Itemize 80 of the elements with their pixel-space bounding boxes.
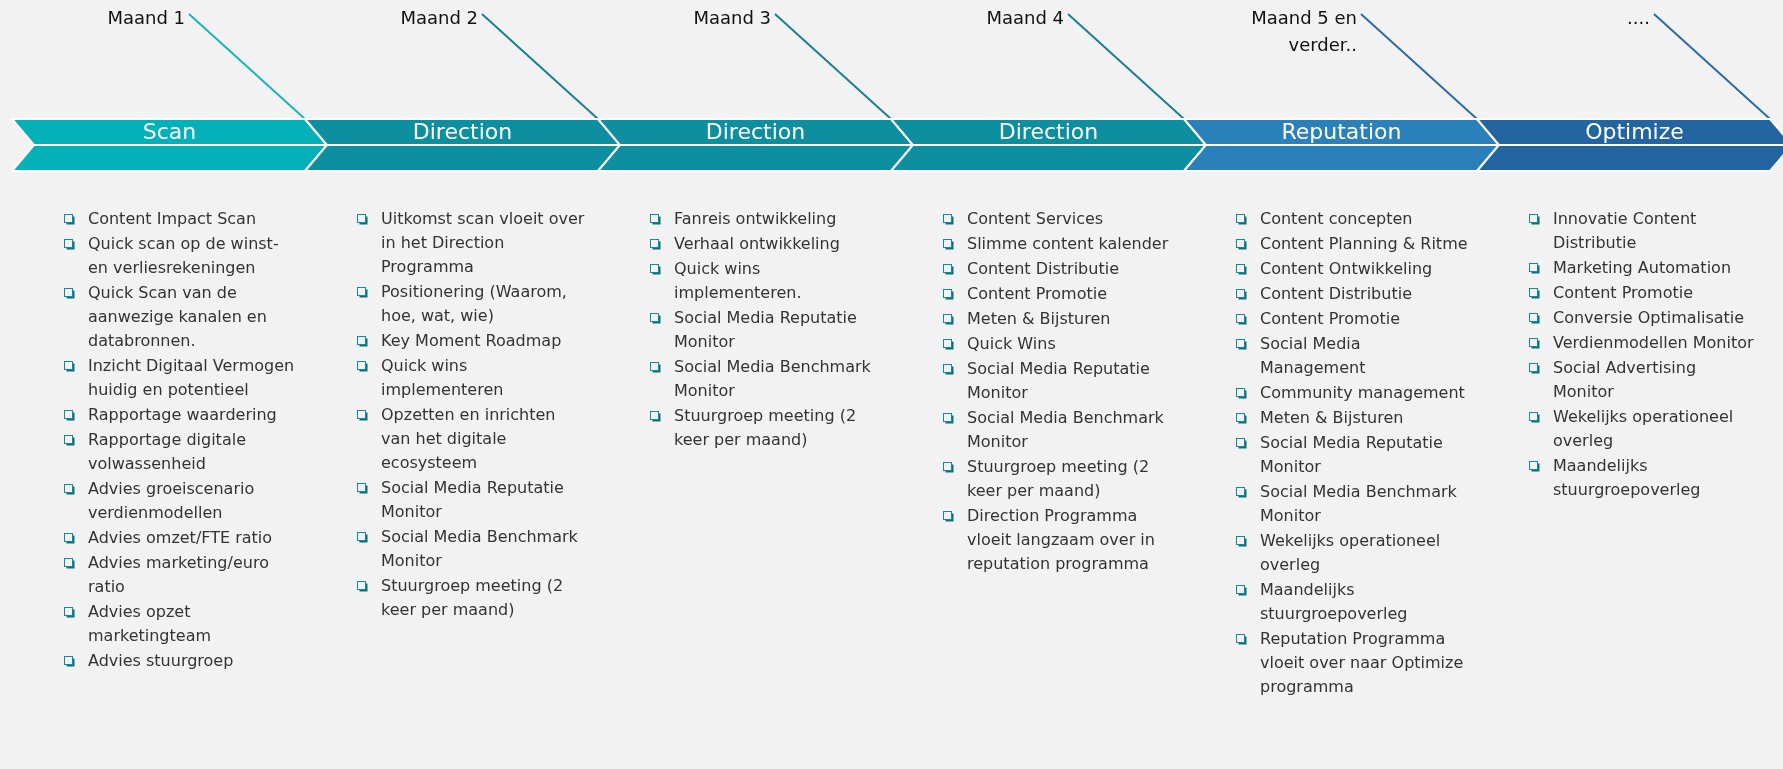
list-item-text: Advies marketing/euro ratio	[88, 552, 270, 598]
chevron-banner	[305, 119, 620, 171]
list-item-text: Advies omzet/FTE ratio	[88, 527, 273, 549]
list-item-text: Meten & Bijsturen	[967, 308, 1111, 330]
list-item-text: Content Distributie	[967, 258, 1119, 280]
list-item-text: Content Promotie	[967, 283, 1108, 305]
list-item-text: Rapportage digitale volwassenheid	[88, 429, 247, 475]
month-label: ....	[1505, 4, 1650, 31]
list-item-text: Stuurgroep meeting (2 keer per maand)	[674, 405, 858, 451]
list-item-text: Social Media Benchmark Monitor	[967, 407, 1165, 453]
list-item-text: Maandelijks stuurgroepoverleg	[1260, 579, 1409, 625]
chevron-banner	[1184, 119, 1499, 171]
list-item-text: Quick Wins	[967, 333, 1056, 355]
list-item-text: Content Ontwikkeling	[1260, 258, 1433, 280]
leader-line	[188, 13, 306, 120]
chevron-banner	[1477, 119, 1783, 171]
list-item-text: Content Promotie	[1553, 282, 1694, 304]
list-item-text: Social Media Benchmark Monitor	[1260, 481, 1458, 527]
list-item-text: Stuurgroep meeting (2 keer per maand)	[967, 456, 1151, 502]
month-label: Maand 4	[919, 4, 1064, 31]
list-item-text: Marketing Automation	[1553, 257, 1731, 279]
list-item-text: Stuurgroep meeting (2 keer per maand)	[381, 575, 565, 621]
list-item-text: Verhaal ontwikkeling	[674, 233, 840, 255]
list-item-text: Wekelijks operationeel overleg	[1260, 530, 1442, 576]
list-item-text: Social Media Benchmark Monitor	[674, 356, 872, 402]
phase-title: Direction	[704, 119, 807, 145]
month-label: Maand 5 en verder..	[1212, 4, 1357, 58]
month-label: Maand 1	[40, 4, 185, 31]
phase-title: Reputation	[1280, 119, 1403, 145]
list-item-text: Innovatie Content Distributie	[1553, 208, 1698, 254]
leader-line	[1653, 13, 1771, 120]
list-item-text: Advies groeiscenario verdienmodellen	[88, 478, 256, 524]
list-item-text: Rapportage waardering	[88, 404, 277, 426]
leader-line	[1360, 13, 1478, 120]
list-item-text: Social Media Reputatie Monitor	[674, 307, 858, 353]
list-item-text: Key Moment Roadmap	[381, 330, 562, 352]
list-item-text: Meten & Bijsturen	[1260, 407, 1404, 429]
leader-line	[481, 13, 599, 120]
phase-title: Direction	[411, 119, 514, 145]
list-item-text: Social Media Reputatie Monitor	[381, 477, 565, 523]
chevron-banner	[598, 119, 913, 171]
list-item-text: Social Media Management	[1260, 333, 1367, 379]
chevron-banner	[891, 119, 1206, 171]
list-item-text: Content concepten	[1260, 208, 1413, 230]
chevron-banner	[12, 119, 327, 171]
list-item-text: Maandelijks stuurgroepoverleg	[1553, 455, 1702, 501]
phase-title: Optimize	[1584, 119, 1685, 145]
list-item-text: Opzetten en inrichten van het digitale ecosysteem	[381, 404, 557, 474]
list-item-text: Advies stuurgroep	[88, 650, 234, 672]
list-item-text: Inzicht Digitaal Vermogen huidig en potentieel	[88, 355, 296, 401]
list-item-text: Fanreis ontwikkeling	[674, 208, 837, 230]
month-label: Maand 2	[333, 4, 478, 31]
list-item-text: Content Impact Scan	[88, 208, 257, 230]
list-item-text: Wekelijks operationeel overleg	[1553, 406, 1735, 452]
list-item-text: Social Advertising Monitor	[1553, 357, 1698, 403]
list-item-text: Content Distributie	[1260, 283, 1412, 305]
leader-line	[774, 13, 892, 120]
list-item-text: Content Services	[967, 208, 1104, 230]
list-item-text: Verdienmodellen Monitor	[1553, 332, 1754, 354]
list-item-text: Content Planning & Ritme	[1260, 233, 1468, 255]
list-item-text: Advies opzet marketingteam	[88, 601, 213, 647]
list-item-text: Social Media Benchmark Monitor	[381, 526, 579, 572]
list-item-text: Quick wins implementeren	[381, 355, 505, 401]
phase-title: Scan	[141, 119, 198, 145]
list-item-text: Quick Scan van de aanwezige kanalen en databronnen.	[88, 282, 268, 352]
list-item-text: Positionering (Waarom, hoe, wat, wie)	[381, 281, 568, 327]
list-item-text: Uitkomst scan vloeit over in het Direction Programma	[381, 208, 586, 278]
list-item-text: Direction Programma vloeit langzaam over in reputation programma	[967, 505, 1156, 575]
leader-line	[1067, 13, 1185, 120]
list-item-text: Conversie Optimalisatie	[1553, 307, 1745, 329]
month-label: Maand 3	[626, 4, 771, 31]
list-item-text: Community management	[1260, 382, 1465, 404]
list-item-text: Quick wins implementeren.	[674, 258, 803, 304]
list-item-text: Slimme content kalender	[967, 233, 1169, 255]
list-item-text: Quick scan op de winst- en verliesrekeningen	[88, 233, 280, 279]
list-item-text: Social Media Reputatie Monitor	[1260, 432, 1444, 478]
list-item-text: Reputation Programma vloeit over naar Optimize programma	[1260, 628, 1465, 698]
list-item-text: Social Media Reputatie Monitor	[967, 358, 1151, 404]
phase-title: Direction	[997, 119, 1100, 145]
list-item-text: Content Promotie	[1260, 308, 1401, 330]
